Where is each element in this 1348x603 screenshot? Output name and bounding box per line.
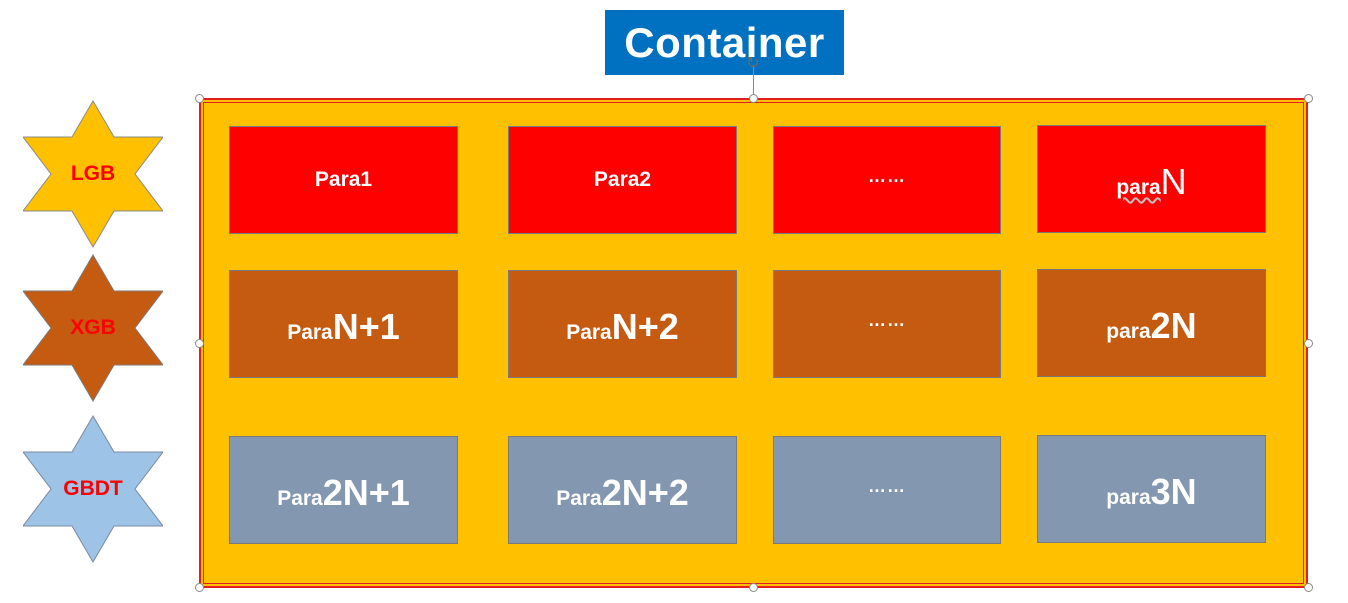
- ellipsis-cell: ……: [773, 126, 1001, 234]
- resize-handle-right[interactable]: [1304, 339, 1313, 348]
- param-prefix: para: [1106, 486, 1151, 509]
- model-star-gbdt: GBDT: [23, 414, 163, 564]
- param-suffix: 2N+1: [322, 472, 410, 513]
- param-prefix: Para: [556, 487, 602, 510]
- param-suffix: 2N: [1150, 305, 1197, 346]
- param-suffix: N+1: [332, 306, 400, 347]
- star-icon: [23, 254, 163, 402]
- param-label: Para1: [314, 168, 373, 191]
- star-icon: [23, 100, 163, 248]
- resize-handle-top-right[interactable]: [1304, 94, 1313, 103]
- resize-handle-top-left[interactable]: [195, 94, 204, 103]
- param-prefix: para: [1116, 176, 1161, 199]
- model-label: LGB: [70, 162, 116, 185]
- container-title: Container: [605, 10, 844, 75]
- param-prefix: Para: [277, 487, 323, 510]
- param-cell: Para2: [508, 126, 737, 234]
- ellipsis-cell: ……: [773, 436, 1001, 544]
- ellipsis-label: ……: [868, 309, 906, 330]
- resize-handle-bottom-right[interactable]: [1304, 583, 1313, 592]
- model-star-lgb: LGB: [23, 99, 163, 249]
- model-label: XGB: [70, 316, 116, 339]
- resize-handle-top[interactable]: [749, 94, 758, 103]
- param-prefix: Para: [287, 321, 333, 344]
- param-suffix: N: [1160, 161, 1187, 202]
- param-label: Para2: [593, 168, 652, 191]
- resize-handle-bottom[interactable]: [749, 583, 758, 592]
- param-suffix: N+2: [611, 306, 679, 347]
- param-suffix: 3N: [1150, 471, 1197, 512]
- ellipsis-label: ……: [868, 475, 906, 496]
- model-star-xgb: XGB: [23, 253, 163, 403]
- rotate-icon[interactable]: ↻: [746, 55, 760, 72]
- ellipsis-label: ……: [868, 165, 906, 186]
- resize-handle-bottom-left[interactable]: [195, 583, 204, 592]
- ellipsis-cell: ……: [773, 270, 1001, 378]
- rotate-handle-line: [753, 66, 754, 98]
- model-label: GBDT: [63, 477, 123, 500]
- param-suffix: 2N+2: [601, 472, 689, 513]
- param-prefix: Para: [566, 321, 612, 344]
- star-icon: [23, 415, 163, 563]
- resize-handle-left[interactable]: [195, 339, 204, 348]
- param-prefix: para: [1106, 320, 1151, 343]
- param-cell: Para1: [229, 126, 458, 234]
